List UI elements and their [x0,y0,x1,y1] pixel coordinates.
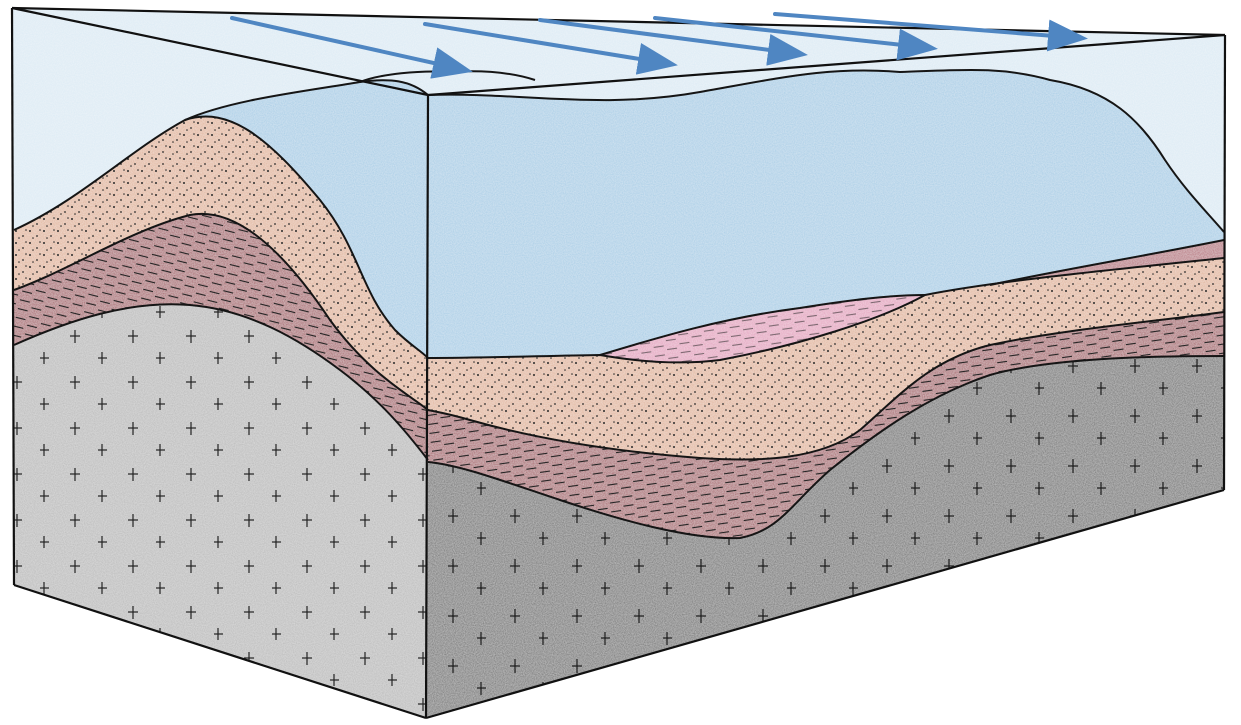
front-face [426,70,1224,718]
